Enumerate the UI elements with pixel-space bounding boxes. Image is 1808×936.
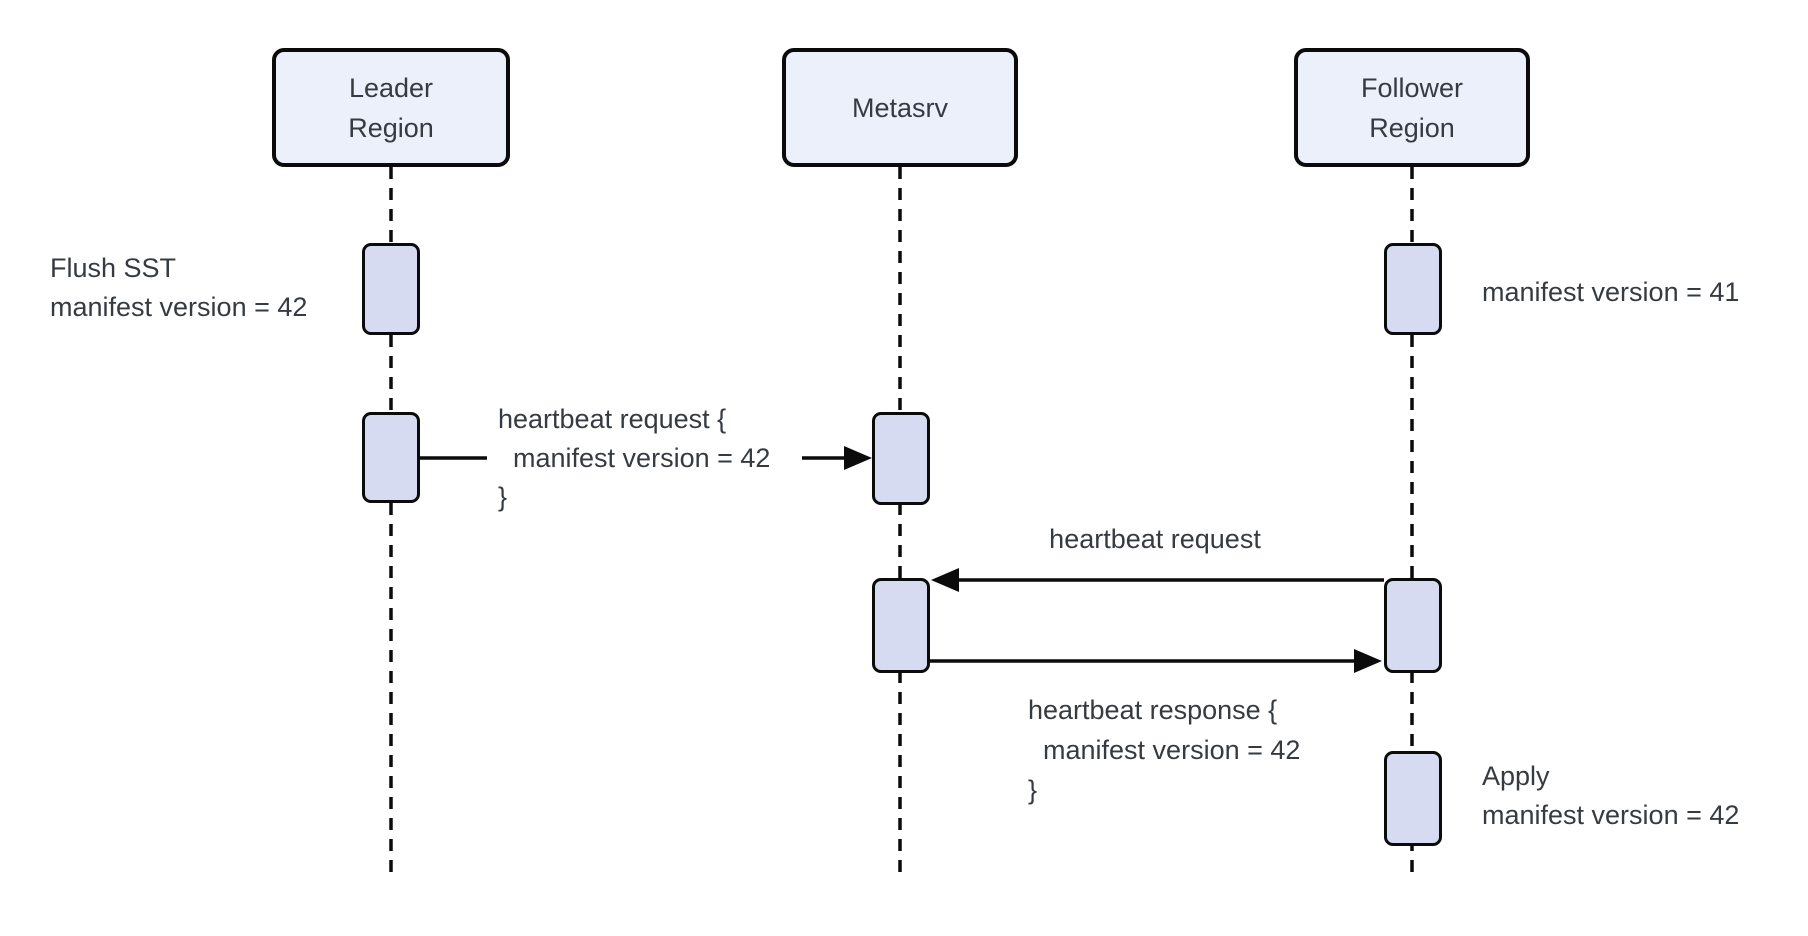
activation-follower-manifest41 bbox=[1384, 243, 1442, 335]
actor-box-metasrv: Metasrv bbox=[782, 48, 1018, 167]
activation-leader-heartbeat bbox=[362, 412, 420, 503]
activation-follower-apply bbox=[1384, 751, 1442, 846]
message3-arrowhead-icon bbox=[1354, 649, 1382, 673]
message2-arrowhead-icon bbox=[931, 568, 959, 592]
actor-label-leader-region: Leader Region bbox=[348, 72, 434, 143]
activation-metasrv-receive bbox=[872, 412, 930, 505]
message1-arrowhead-icon bbox=[844, 446, 872, 470]
actor-box-follower-region: Follower Region bbox=[1294, 48, 1530, 167]
message2-label: heartbeat request bbox=[1049, 524, 1261, 554]
activation-leader-flush bbox=[362, 243, 420, 335]
note-apply-manifest-42: Apply manifest version = 42 bbox=[1482, 761, 1740, 830]
note-manifest-version-41: manifest version = 41 bbox=[1482, 277, 1740, 307]
actor-box-leader-region: Leader Region bbox=[272, 48, 510, 167]
message1-label: heartbeat request { manifest version = 4… bbox=[498, 404, 771, 512]
activation-metasrv-respond bbox=[872, 578, 930, 673]
actor-label-follower-region: Follower Region bbox=[1360, 72, 1464, 143]
note-flush-sst: Flush SST manifest version = 42 bbox=[50, 253, 308, 322]
activation-follower-heartbeat bbox=[1384, 578, 1442, 673]
actor-label-metasrv: Metasrv bbox=[851, 92, 949, 123]
message3-label: heartbeat response { manifest version = … bbox=[1028, 695, 1301, 805]
